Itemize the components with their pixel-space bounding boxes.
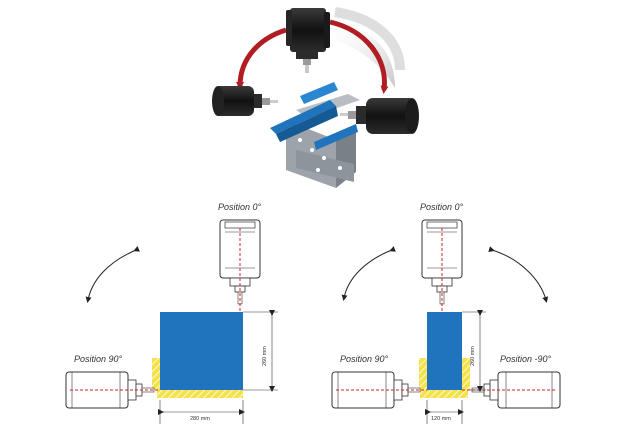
workpiece-block-left [160,312,243,390]
spindle-head-icon [286,8,330,73]
dim-width-left-text: 280 mm [190,416,210,422]
dimension-width-left: 280 mm [158,400,245,424]
dimension-height-right: 260 mm [462,310,486,392]
rotation-arrow-left [236,27,287,90]
horizontal-head-right-right [462,371,561,409]
fixture-icon [270,82,360,188]
rotation-arrow-icon-right-a [341,246,396,301]
dim-height-right-text: 260 mm [470,346,476,366]
rotation-arrow-icon-left [85,246,140,303]
dim-width-right-text: 120 mm [431,416,451,422]
horizontal-head-right-left [331,371,427,409]
vertical-head-left [219,219,261,312]
horizontal-head-left [65,371,160,409]
vertical-head-right [421,219,463,312]
dim-height-left-text: 260 mm [262,346,268,366]
rotation-arrow-right [329,19,389,94]
motion-blur [328,20,395,88]
label-position-0-left: Position 0° [218,202,262,212]
hatch-zone-right-bottom [420,390,468,398]
dimension-height-left: 260 mm [243,310,278,392]
top-illustration [212,7,419,188]
hatch-zone-right-right [462,358,470,390]
spindle-head-icon-left [212,86,278,116]
rotation-arrow-icon-right-b [488,246,549,303]
hatch-zone-left-side [152,358,160,390]
spindle-head-icon-right [340,98,419,134]
hatch-zone-right-left [419,358,427,390]
right-diagram: Position 0° Position 90° [331,202,561,424]
label-position-0-right: Position 0° [420,202,464,212]
label-position-90-right: Position 90° [340,354,389,364]
label-position-minus90-right: Position -90° [500,354,552,364]
hatch-zone-left-bottom [157,390,243,398]
dimension-width-right: 120 mm [425,400,464,424]
left-diagram: Position 0° Position 90° [65,202,278,424]
label-position-90-left: Position 90° [74,354,123,364]
workpiece-block-right [427,312,462,390]
